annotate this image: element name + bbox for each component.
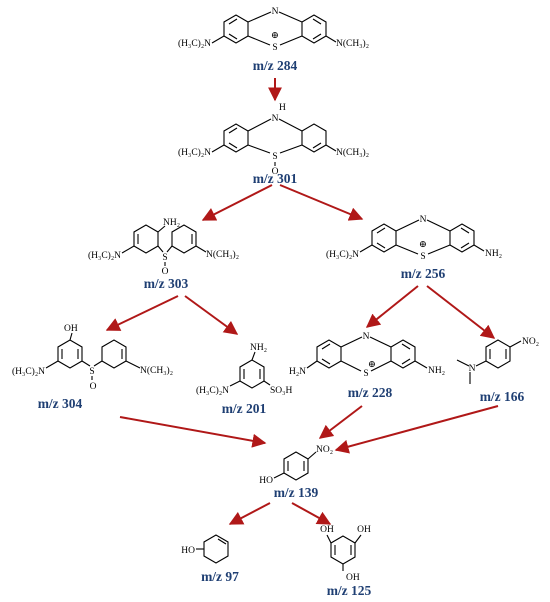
s-atom: S: [272, 43, 277, 53]
ho-group: HO: [259, 476, 273, 486]
arrow-139-to-125: [291, 502, 332, 525]
arrow-139-to-97: [228, 502, 271, 525]
nh-h-atom: H: [279, 103, 286, 113]
right-group: N(CH₃)₂: [336, 38, 369, 49]
n-atom: N: [420, 215, 427, 225]
mz-label: m/z 301: [253, 171, 298, 186]
no2-group: NO₂: [316, 445, 333, 455]
n-atom: N: [363, 332, 370, 342]
left-group: (H₃C)₂N: [88, 250, 121, 261]
right-group: N(CH₃)₂: [206, 249, 239, 260]
mz-label: m/z 304: [38, 396, 83, 411]
charge-icon: ⊕: [271, 31, 279, 41]
pathway-arrows: [105, 78, 499, 525]
left-group: (H₃C)₂N: [12, 366, 45, 377]
left-group: (H₃C)₂N: [178, 147, 211, 158]
ho-group: HO: [181, 546, 195, 556]
compound-mz-166: N NO₂ m/z 166: [456, 337, 539, 404]
arrow-303-to-201: [184, 295, 239, 335]
compound-mz-284: N S ⊕ (H₃C)₂N N(CH₃)₂ m/z 284: [178, 7, 369, 73]
s-atom: S: [89, 367, 94, 377]
mz-label: m/z 228: [348, 385, 393, 400]
so3h-group: SO₃H: [270, 386, 292, 396]
n-atom: N: [272, 7, 279, 17]
s-atom: S: [272, 152, 277, 162]
mz-label: m/z 201: [222, 401, 267, 416]
arrow-301-to-303: [201, 184, 273, 221]
charge-icon: ⊕: [419, 240, 427, 250]
o-atom: O: [162, 267, 169, 277]
arrow-303-to-304: [105, 295, 179, 331]
oh-top-left: OH: [320, 525, 334, 535]
nh2-group: NH₂: [163, 218, 180, 228]
compound-mz-125: OH OH OH m/z 125: [320, 525, 371, 598]
mz-label: m/z 139: [274, 485, 319, 500]
s-atom: S: [363, 369, 368, 379]
mz-label: m/z 125: [327, 583, 372, 598]
mz-label: m/z 97: [201, 569, 239, 584]
compound-mz-201: NH₂ SO₃H (H₃C)₂N m/z 201: [196, 343, 292, 416]
left-group: (H₃C)₂N: [326, 249, 359, 260]
oh-group: OH: [64, 324, 78, 334]
arrow-256-to-166: [426, 285, 496, 339]
right-group: NH₂: [485, 249, 502, 259]
compound-mz-228: N S ⊕ H₂N NH₂ m/z 228: [289, 332, 445, 400]
arrow-166-to-139: [334, 405, 499, 454]
s-atom: S: [420, 252, 425, 262]
oh-top-right: OH: [357, 525, 371, 535]
mz-label: m/z 284: [253, 58, 298, 73]
n-atom: N: [469, 364, 476, 374]
s-atom: S: [162, 253, 167, 263]
oh-bottom: OH: [346, 573, 360, 583]
right-group: N(CH₃)₂: [336, 147, 369, 158]
n-atom: N: [272, 114, 279, 124]
compound-mz-304: OH S O (H₃C)₂N N(CH₃)₂ m/z 304: [12, 324, 173, 411]
compound-mz-97: HO m/z 97: [181, 534, 239, 584]
compound-mz-303: NH₂ S O (H₃C)₂N N(CH₃)₂ m/z 303: [88, 218, 239, 291]
no2-group: NO₂: [522, 337, 539, 347]
nh2-group: NH₂: [250, 343, 267, 353]
o-atom: O: [272, 167, 279, 177]
left-group: (H₃C)₂N: [196, 385, 229, 396]
mz-label: m/z 256: [401, 266, 446, 281]
o-atom: O: [90, 382, 97, 392]
arrow-304-to-139: [119, 416, 267, 448]
arrow-228-to-139: [318, 405, 363, 439]
left-group: (H₃C)₂N: [178, 38, 211, 49]
mz-label: m/z 303: [144, 276, 189, 291]
compound-mz-256: N S ⊕ (H₃C)₂N NH₂ m/z 256: [326, 215, 502, 281]
right-group: NH₂: [428, 366, 445, 376]
compound-mz-139: NO₂ HO m/z 139: [259, 445, 333, 500]
arrow-301-to-256: [279, 184, 364, 221]
left-group: H₂N: [289, 367, 306, 377]
charge-icon: ⊕: [368, 360, 376, 370]
compound-mz-301: H N S O (H₃C)₂N N(CH₃)₂ m/z 301: [178, 103, 369, 186]
arrow-256-to-228: [365, 285, 419, 328]
mz-label: m/z 166: [480, 389, 525, 404]
right-group: N(CH₃)₂: [140, 365, 173, 376]
